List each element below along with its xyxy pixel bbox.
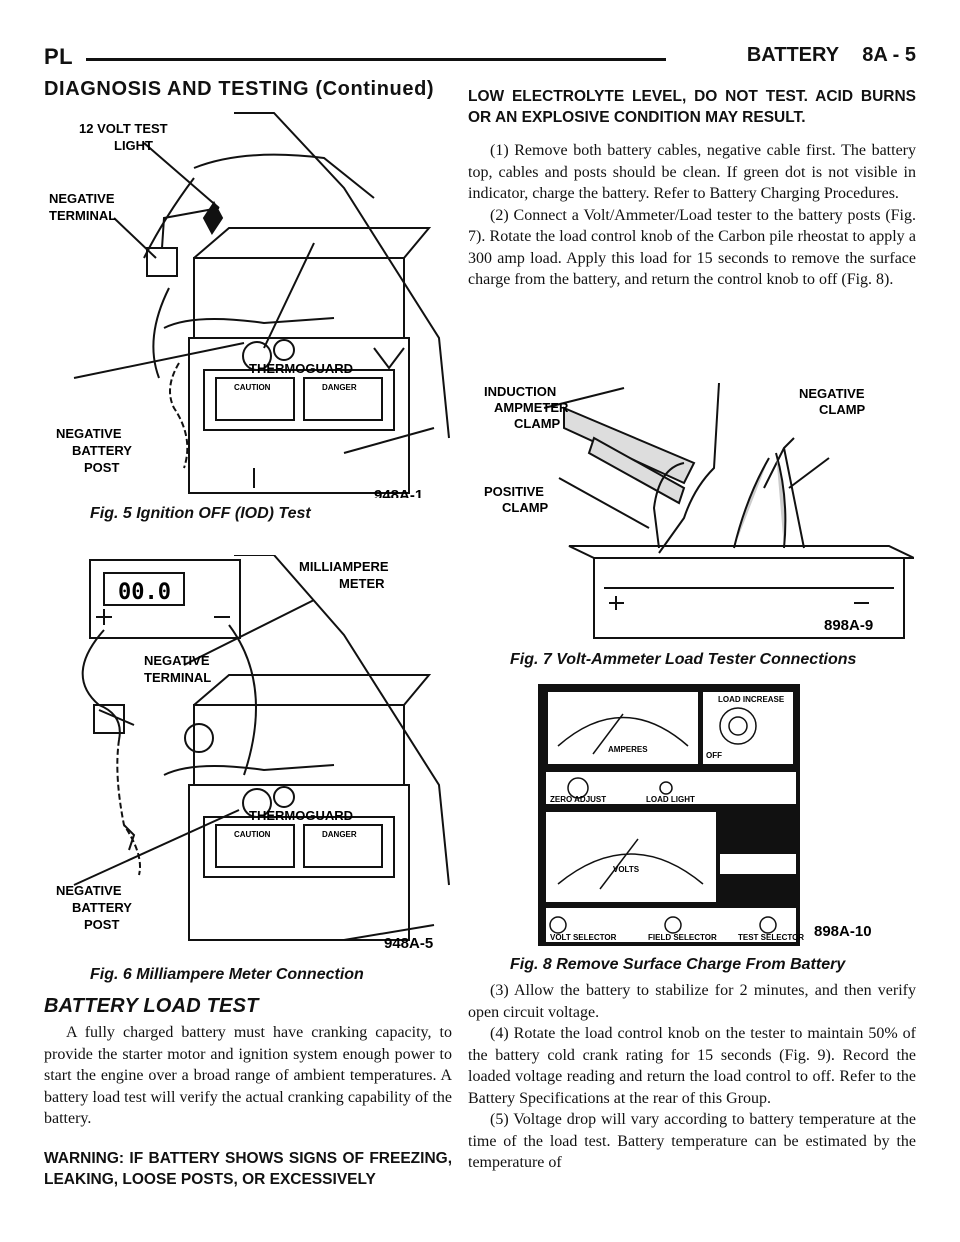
fig6-neg-post-label-3: POST — [84, 917, 119, 932]
warning-part-a: WARNING: IF BATTERY SHOWS SIGNS OF FREEZ… — [44, 1149, 452, 1188]
fig6-caution-label: CAUTION — [234, 830, 271, 839]
fig7-positive-label-2: CLAMP — [502, 500, 549, 515]
fig5-caution-label: CAUTION — [234, 383, 271, 392]
fig5-neg-terminal-label-2: TERMINAL — [49, 208, 116, 223]
header-rule — [86, 58, 666, 61]
figure-6-illustration: 00.0 MILLIAMPERE METER NEGATIVE TERMINAL… — [44, 555, 452, 950]
page-header: PL BATTERY 8A - 5 — [44, 44, 916, 70]
fig6-neg-terminal-label-2: TERMINAL — [144, 670, 211, 685]
fig7-induction-label-3: CLAMP — [514, 416, 561, 431]
header-left: PL — [44, 44, 74, 69]
header-section: BATTERY — [746, 44, 839, 66]
figure-5-illustration: 12 VOLT TEST LIGHT NEGATIVE TERMINAL NEG… — [44, 108, 452, 498]
fig8-load-increase-label: LOAD INCREASE — [718, 695, 785, 704]
figure-6-caption: Fig. 6 Milliampere Meter Connection — [90, 966, 364, 983]
battery-load-test-heading: BATTERY LOAD TEST — [44, 995, 259, 1017]
right-column-text-top: LOW ELECTROLYTE LEVEL, DO NOT TEST. ACID… — [468, 86, 916, 291]
fig6-neg-terminal-label-1: NEGATIVE — [144, 653, 210, 668]
header-right: BATTERY 8A - 5 — [729, 44, 916, 67]
fig5-test-light-label-2: LIGHT — [114, 138, 153, 153]
step-2: (2) Connect a Volt/Ammeter/Load tester t… — [468, 206, 916, 289]
warning-part-b: LOW ELECTROLYTE LEVEL, DO NOT TEST. ACID… — [468, 88, 916, 126]
fig7-negative-label-1: NEGATIVE — [799, 386, 865, 401]
intro-paragraph: A fully charged battery must have cranki… — [44, 1024, 452, 1127]
fig7-induction-label-2: AMPMETER — [494, 400, 569, 415]
fig7-id: 898A-9 — [824, 617, 873, 634]
fig5-neg-post-label-3: POST — [84, 460, 119, 475]
figure-8-caption: Fig. 8 Remove Surface Charge From Batter… — [510, 956, 846, 973]
step-3: (3) Allow the battery to stabilize for 2… — [468, 982, 916, 1021]
fig8-field-selector-label: FIELD SELECTOR — [648, 933, 717, 942]
step-1: (1) Remove both battery cables, negative… — [468, 142, 916, 202]
fig6-neg-post-label-1: NEGATIVE — [56, 883, 122, 898]
fig5-test-light-label-1: 12 VOLT TEST — [79, 121, 168, 136]
fig8-load-light-label: LOAD LIGHT — [646, 795, 695, 804]
fig7-induction-label-1: INDUCTION — [484, 384, 556, 399]
figure-7-illustration: INDUCTION AMPMETER CLAMP POSITIVE CLAMP … — [484, 378, 914, 640]
fig6-neg-post-label-2: BATTERY — [72, 900, 132, 915]
fig8-zero-adjust-label: ZERO ADJUST — [550, 795, 606, 804]
figure-8-illustration: AMPERES VOLTS ZERO ADJUST LOAD LIGHT LOA… — [538, 684, 918, 946]
fig8-test-selector-label: TEST SELECTOR — [738, 933, 804, 942]
fig5-neg-post-label-1: NEGATIVE — [56, 426, 122, 441]
fig5-id: 948A-1 — [374, 487, 423, 498]
page-number: 8A - 5 — [862, 44, 916, 66]
fig8-amperes-label: AMPERES — [608, 745, 648, 754]
figure-7-caption: Fig. 7 Volt-Ammeter Load Tester Connecti… — [510, 651, 857, 668]
fig6-meter-label-1: MILLIAMPERE — [299, 559, 389, 574]
fig5-neg-post-label-2: BATTERY — [72, 443, 132, 458]
section-title: DIAGNOSIS AND TESTING (Continued) — [44, 78, 435, 100]
fig5-danger-label: DANGER — [322, 383, 357, 392]
fig6-thermoguard-label: THERMOGUARD — [249, 808, 353, 823]
fig7-positive-label-1: POSITIVE — [484, 484, 544, 499]
fig7-negative-label-2: CLAMP — [819, 402, 866, 417]
step-4: (4) Rotate the load control knob on the … — [468, 1025, 916, 1107]
fig5-thermoguard-label: THERMOGUARD — [249, 361, 353, 376]
fig6-danger-label: DANGER — [322, 830, 357, 839]
step-5: (5) Voltage drop will vary according to … — [468, 1111, 916, 1171]
fig8-volts-label: VOLTS — [613, 865, 640, 874]
right-column-text-bottom: (3) Allow the battery to stabilize for 2… — [468, 980, 916, 1174]
left-column-text: A fully charged battery must have cranki… — [44, 1022, 452, 1190]
fig6-meter-readout: 00.0 — [118, 580, 171, 605]
fig8-off-label: OFF — [706, 751, 722, 760]
figure-5-caption: Fig. 5 Ignition OFF (IOD) Test — [90, 505, 311, 522]
fig6-meter-label-2: METER — [339, 576, 385, 591]
fig8-volt-selector-label: VOLT SELECTOR — [550, 933, 617, 942]
fig8-id: 898A-10 — [814, 923, 872, 940]
fig5-neg-terminal-label-1: NEGATIVE — [49, 191, 115, 206]
fig6-id: 948A-5 — [384, 935, 433, 950]
